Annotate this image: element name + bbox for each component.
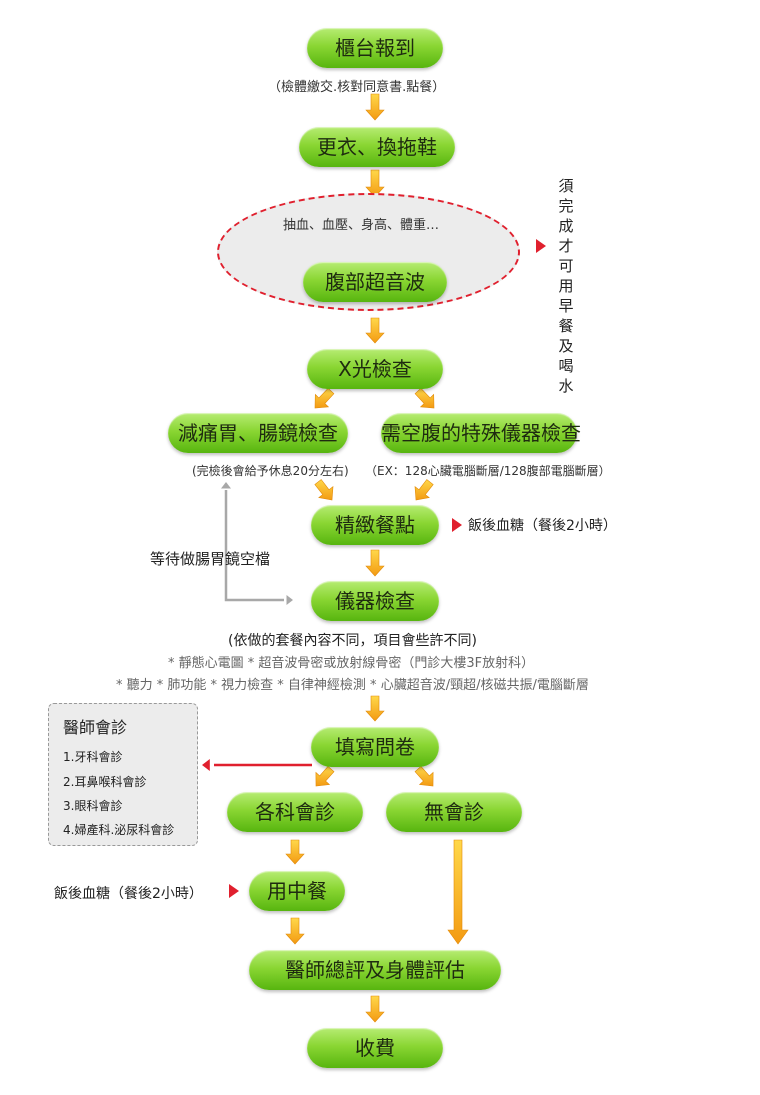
arrow-ultrasound-to-xray: [365, 317, 385, 344]
doctor-consult-item: 1.牙科會診: [63, 750, 123, 764]
meal-note: 飯後血糖（餐後2小時）: [468, 518, 617, 534]
step-doctor-review: 醫師總評及身體評估: [249, 950, 501, 990]
vitals-note: 抽血、血壓、身高、體重…: [283, 218, 440, 233]
step-checkin: 櫃台報到: [307, 28, 443, 68]
arrow-review-to-payment: [365, 995, 385, 1023]
arrow-xray-to-endoscopy: [314, 387, 335, 409]
gray-arrowhead-up: [221, 482, 231, 489]
arrow-change-to-vitals: [365, 169, 385, 198]
arrow-consult-to-lunch: [285, 839, 305, 865]
instruments-note: (依做的套餐內容不同，項目會些許不同): [228, 633, 477, 649]
step-payment: 收費: [307, 1028, 443, 1068]
endoscopy-note: (完檢後會給予休息20分左右): [192, 464, 349, 478]
gray-connector-vertical: [224, 490, 284, 602]
arrow-xray-to-fasting-instruments: [414, 387, 435, 409]
gray-arrowhead-right: [286, 595, 293, 605]
arrow-no-consult-to-review: [447, 839, 469, 945]
fasting-note: 須完成才可用早餐及喝水: [558, 177, 574, 395]
arrow-endoscopy-to-meal: [314, 479, 334, 501]
doctor-consult-item: 4.婦產科.泌尿科會診: [63, 823, 175, 837]
checkin-note: （檢體繳交.核對同意書.點餐）: [268, 80, 446, 95]
doctor-consult-item: 2.耳鼻喉科會診: [63, 775, 147, 789]
step-no-consult: 無會診: [386, 792, 522, 832]
lunch-note: 飯後血糖（餐後2小時）: [54, 886, 203, 902]
arrow-fasting-instruments-to-meal: [414, 479, 434, 501]
fasting-instruments-note: （EX：128心臟電腦斷層/128腹部電腦斷層）: [365, 464, 611, 478]
arrow-questionnaire-to-no-consult: [414, 765, 434, 787]
step-change-clothes: 更衣、換拖鞋: [299, 127, 455, 167]
doctor-consult-box: 醫師會診 1.牙科會診 2.耳鼻喉科會診 3.眼科會診 4.婦產科.泌尿科會診: [48, 703, 198, 846]
instruments-list-2: * 聽力 * 肺功能 * 視力檢查 * 自律神經檢測 * 心臟超音波/頸超/核磁…: [116, 678, 589, 693]
step-lunch: 用中餐: [249, 871, 345, 911]
arrow-questionnaire-to-consult: [315, 765, 335, 787]
arrow-lunch-to-review: [285, 917, 305, 945]
arrow-meal-to-instruments: [365, 549, 385, 577]
red-pointer-meal: [452, 518, 462, 532]
step-endoscopy: 減痛胃、腸鏡檢查: [168, 413, 348, 453]
arrow-checkin-to-change: [365, 93, 385, 121]
instruments-list-1: * 靜態心電圖 * 超音波骨密或放射線骨密（門診大樓3F放射科）: [168, 656, 535, 671]
step-instruments: 儀器檢查: [311, 581, 439, 621]
step-fasting-instruments: 需空腹的特殊儀器檢查: [381, 413, 581, 453]
red-pointer-fasting: [536, 239, 546, 253]
red-arrowhead-doctor-box: [202, 759, 210, 771]
step-questionnaire: 填寫問卷: [311, 727, 439, 767]
red-pointer-lunch: [229, 884, 239, 898]
step-abdominal-ultrasound: 腹部超音波: [303, 262, 447, 302]
step-meal: 精緻餐點: [311, 505, 439, 545]
step-xray: X光檢查: [307, 349, 443, 389]
doctor-consult-title: 醫師會診: [63, 718, 128, 737]
doctor-consult-item: 3.眼科會診: [63, 799, 123, 813]
arrow-instruments-to-questionnaire: [365, 695, 385, 722]
step-consult: 各科會診: [227, 792, 363, 832]
wait-note: 等待做腸胃鏡空檔: [150, 550, 271, 568]
